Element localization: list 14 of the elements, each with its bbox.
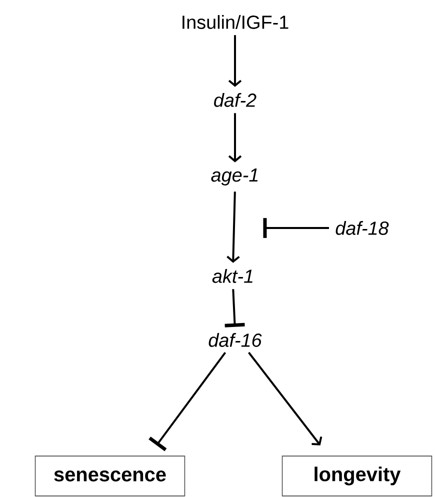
arrow (226, 192, 240, 263)
gene-label: akt-1 (212, 269, 252, 283)
gene-label: age-1 (211, 168, 258, 186)
arrow (228, 113, 242, 162)
outcome-box: longevity (282, 456, 432, 496)
arrow (248, 352, 322, 446)
gene-label: daf-16 (208, 333, 262, 347)
node-label: Insulin/IGF-1 (182, 15, 288, 29)
gene-label: daf-18 (336, 221, 389, 235)
arrow (228, 35, 242, 87)
gene-label: daf-2 (214, 93, 256, 107)
outcome-box: senescence (34, 456, 186, 496)
inhibition-arrow (224, 289, 245, 328)
inhibition-arrow (263, 218, 329, 238)
